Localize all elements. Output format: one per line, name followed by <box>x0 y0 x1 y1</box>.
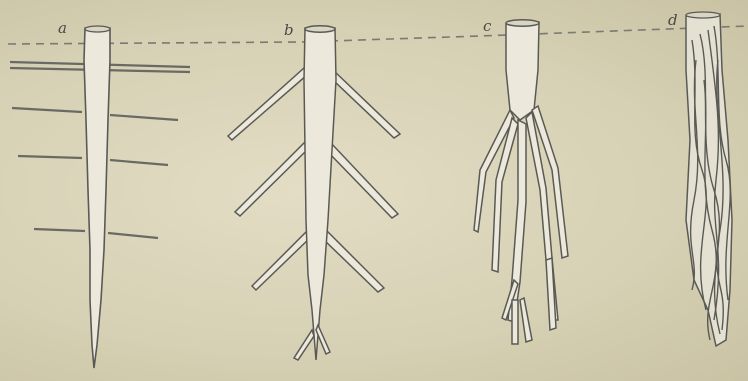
ground-dashed-line <box>8 26 748 44</box>
label-a: a <box>58 19 67 37</box>
label-b: b <box>284 21 294 39</box>
root-c-icon <box>474 20 568 344</box>
root-d-icon <box>686 12 732 346</box>
label-d: d <box>668 11 678 29</box>
root-b-icon <box>228 26 400 360</box>
root-a-icon <box>10 26 190 368</box>
label-c: c <box>483 17 491 35</box>
